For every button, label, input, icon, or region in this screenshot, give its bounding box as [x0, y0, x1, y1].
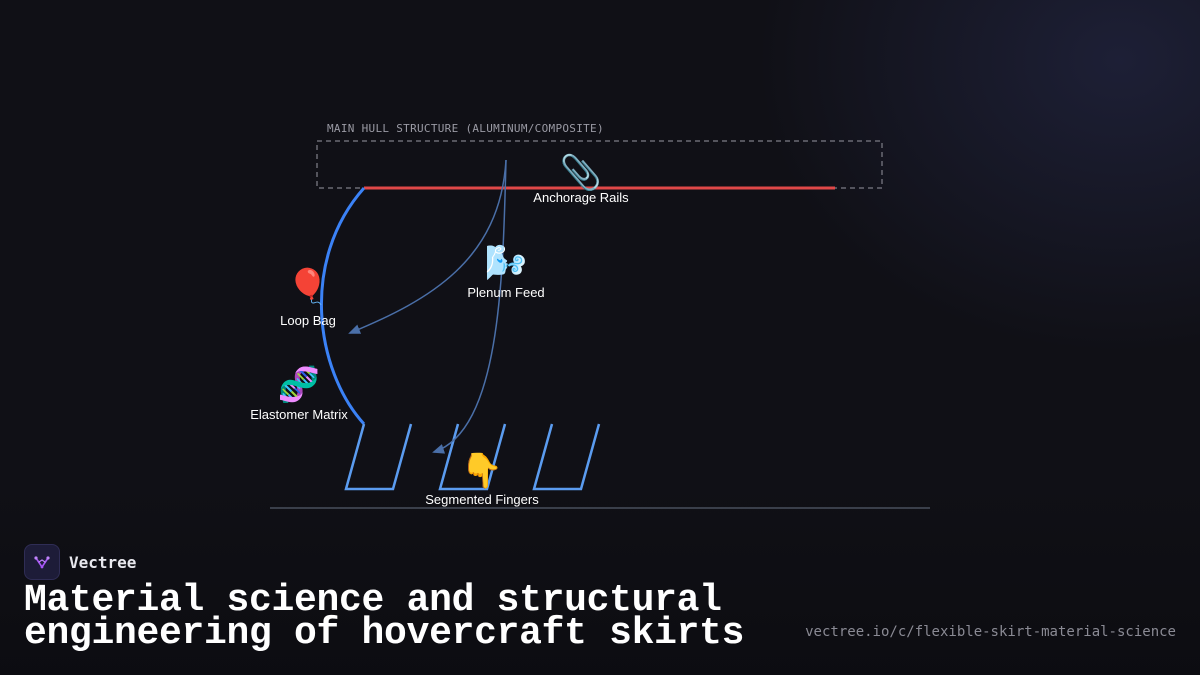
loop-bag-label: Loop Bag	[280, 313, 336, 328]
plenum-feed-label: Plenum Feed	[467, 285, 544, 300]
source-url: vectree.io/c/flexible-skirt-material-sci…	[805, 624, 1176, 640]
node-elastomer-matrix: 🧬 Elastomer Matrix	[250, 364, 348, 422]
elastomer-matrix-label: Elastomer Matrix	[250, 407, 348, 422]
airflow-arrow-to-fingers	[432, 159, 507, 454]
dna-icon: 🧬	[278, 364, 320, 405]
finger-segment	[438, 423, 507, 491]
finger-segment	[344, 423, 413, 491]
balloon-icon: 🎈	[287, 266, 329, 307]
node-segmented-fingers: 👇 Segmented Fingers	[425, 451, 539, 507]
node-anchorage-rails: 📎 Anchorage Rails	[533, 152, 629, 205]
brand-name: Vectree	[69, 552, 137, 572]
segmented-fingers-label: Segmented Fingers	[425, 492, 539, 507]
paperclip-icon: 📎	[560, 152, 602, 193]
pointing-down-icon: 👇	[461, 451, 503, 491]
airflow-arrow-to-loop-bag	[348, 159, 507, 334]
node-loop-bag: 🎈 Loop Bag	[280, 266, 336, 328]
finger-segment	[532, 423, 601, 491]
hull-structure-label: MAIN HULL STRUCTURE (ALUMINUM/COMPOSITE)	[327, 122, 604, 135]
brand: Vectree	[24, 544, 136, 580]
node-plenum-feed: 🌬️ Plenum Feed	[467, 243, 544, 300]
vectree-logo-icon	[24, 544, 60, 580]
page-title: Material science and structural engineer…	[24, 579, 745, 655]
wind-icon: 🌬️	[485, 243, 527, 283]
loop-bag-curve	[319, 187, 366, 426]
anchorage-rails-label: Anchorage Rails	[533, 190, 629, 205]
